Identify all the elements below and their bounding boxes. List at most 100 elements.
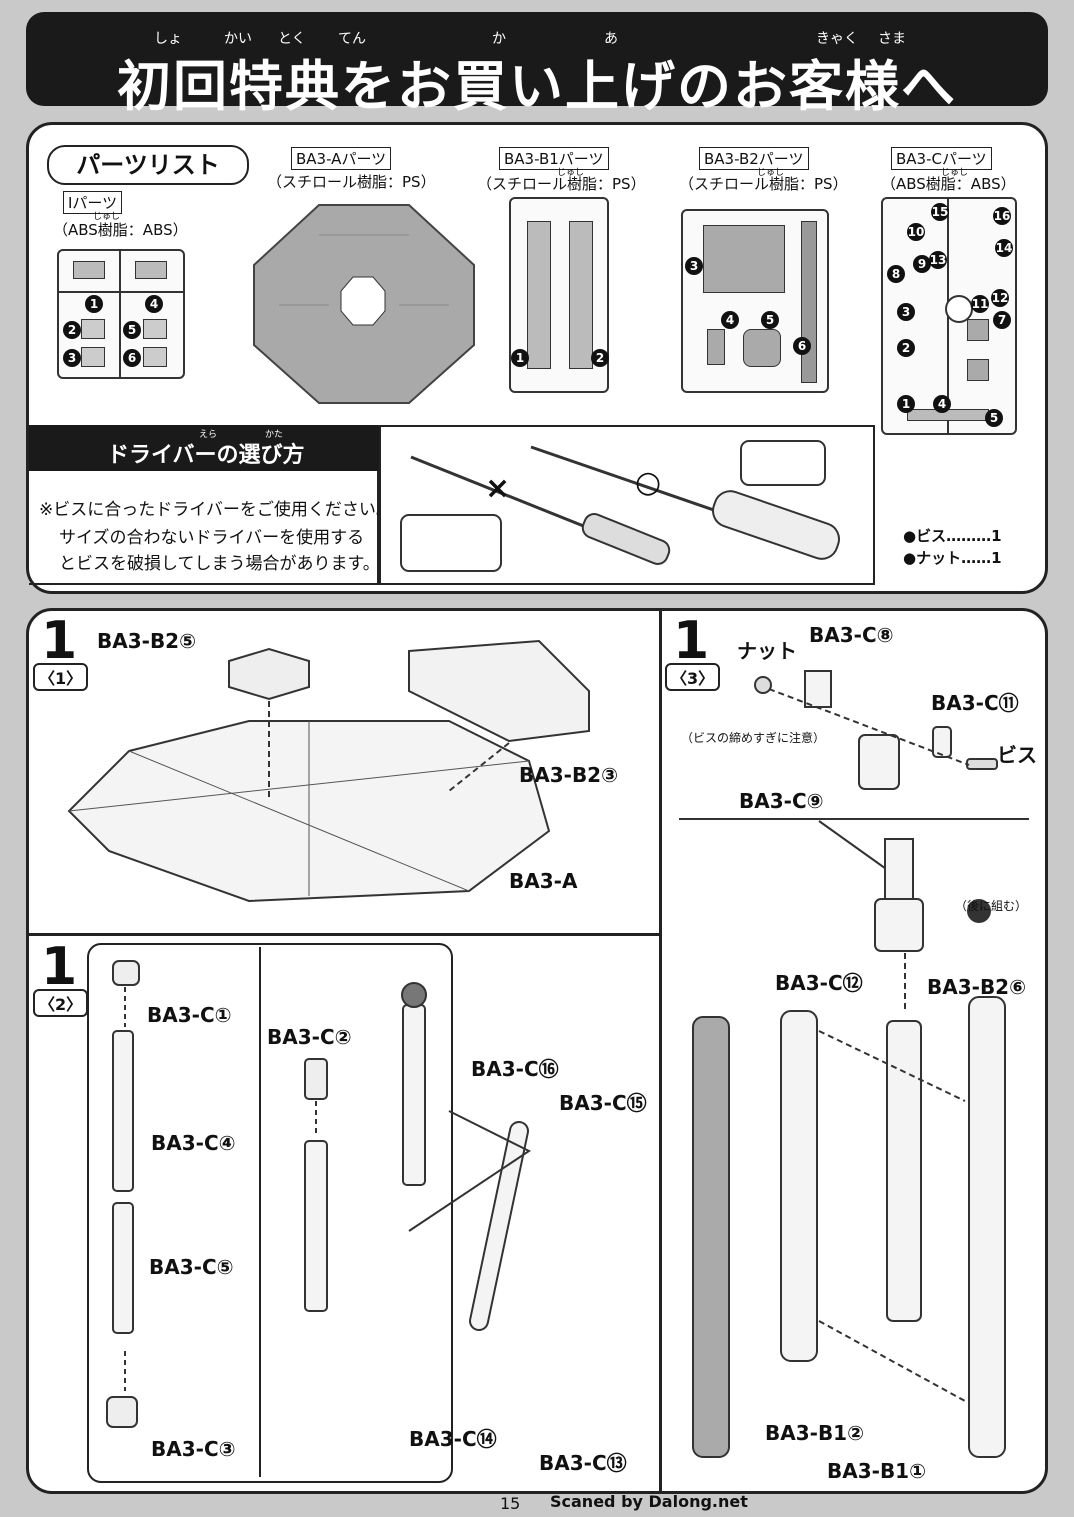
- title-ruby-8: さま: [878, 31, 906, 47]
- label-ba3-c-15: BA3-C⑮: [559, 1091, 647, 1115]
- sprue-b1-ruby: じゅし: [557, 168, 585, 178]
- sprue-b1-material: （スチロール樹脂：PS）: [477, 175, 646, 193]
- driver-heading: ドライバーの選び方: [107, 443, 305, 468]
- scan-credit: Scaned by Dalong.net: [550, 1492, 748, 1511]
- part-number-badge: 11: [971, 295, 989, 313]
- sprue-b2: 3 4 5 6: [681, 209, 829, 393]
- divider-vertical: [659, 611, 662, 1491]
- driver-heading-ruby-2: かた: [265, 430, 284, 440]
- sprue-i-material: （ABS樹脂：ABS）: [53, 221, 188, 239]
- driver-heading-bar: えら かた ドライバーの選び方: [29, 425, 379, 471]
- label-ba3-c-5: BA3-C⑤: [149, 1255, 234, 1279]
- title-bar: しょ かい とく てん か あ きゃく さま 初回特典をお買い上げのお客様へ: [26, 12, 1048, 118]
- step-1-3-number: 1: [673, 611, 710, 671]
- sprue-b1-name: BA3-B1パーツ: [499, 147, 609, 170]
- driver-illustration: × ○: [379, 425, 875, 585]
- part-number-badge: 6: [793, 337, 811, 355]
- step-1-2-illustration: [106, 960, 531, 1428]
- label-ba3-c-14: BA3-C⑭: [409, 1427, 497, 1451]
- label-ba3-b1-2: BA3-B1②: [765, 1421, 865, 1445]
- sprue-i-name: Iパーツ: [63, 191, 123, 214]
- wrong-mark: ×: [485, 471, 511, 506]
- label-ba3-a: BA3-A: [509, 869, 578, 893]
- label-ba3-c-1: BA3-C①: [147, 1003, 232, 1027]
- caution-note: （ビスの締めすぎに注意）: [681, 731, 826, 745]
- part-number-badge: 15: [931, 203, 949, 221]
- step-1-1-illustration: [67, 639, 590, 903]
- part-number-badge: 16: [993, 207, 1011, 225]
- part-number-badge: 5: [985, 409, 1003, 427]
- title-ruby-3: とく: [278, 31, 306, 47]
- label-ba3-c-12: BA3-C⑫: [775, 971, 863, 995]
- step-1-1-number: 1: [41, 611, 78, 671]
- sprue-a-material: （スチロール樹脂：PS）: [267, 173, 436, 191]
- sprue-a-octagon: [253, 204, 475, 404]
- label-ba3-c-3: BA3-C③: [151, 1437, 236, 1461]
- step-1-3-illustration: [679, 670, 1029, 1458]
- part-number-badge: 10: [907, 223, 925, 241]
- part-number-badge: 3: [63, 349, 81, 367]
- part-number-badge: 8: [887, 265, 905, 283]
- label-ba3-c-13: BA3-C⑬: [539, 1451, 627, 1475]
- step-1-2-inner-divider: [259, 947, 261, 1477]
- sprue-b2-ruby: じゅし: [757, 168, 785, 178]
- page-title: 初回特典をお買い上げのお客様へ: [117, 55, 957, 118]
- sprue-c-ruby: じゅし: [941, 168, 969, 178]
- label-nut: ナット: [737, 639, 797, 663]
- label-ba3-c-4: BA3-C④: [151, 1131, 236, 1155]
- parts-list-heading: パーツリスト: [47, 145, 249, 185]
- sprue-b2-name: BA3-B2パーツ: [699, 147, 809, 170]
- sprue-c: 15 16 10 14 8 9 13 11 12 3 7 2 1 4 5: [881, 197, 1017, 435]
- right-mark: ○: [635, 465, 662, 500]
- label-ba3-b2-3: BA3-B2③: [519, 763, 619, 787]
- title-ruby-1: しょ: [154, 31, 182, 47]
- step-1-1-sub: 〈1〉: [33, 663, 89, 691]
- count-screw: ●ビス………1: [903, 527, 1002, 545]
- part-number-badge: 9: [913, 255, 931, 273]
- label-ba3-c-16: BA3-C⑯: [471, 1057, 559, 1081]
- sprue-b1: 1 2: [509, 197, 609, 393]
- part-number-badge: 3: [685, 257, 703, 275]
- part-number-badge: 7: [993, 311, 1011, 329]
- step-1-3-sub: 〈3〉: [665, 663, 721, 691]
- part-number-badge: 6: [123, 349, 141, 367]
- divider-horizontal: [29, 933, 661, 936]
- part-number-badge: 2: [591, 349, 609, 367]
- driver-note-line-1: ※ビスに合ったドライバーをご使用ください。: [39, 500, 393, 520]
- label-ba3-b1-1: BA3-B1①: [827, 1459, 927, 1483]
- sprue-c-material: （ABS樹脂：ABS）: [881, 175, 1016, 193]
- label-ba3-b2-6: BA3-B2⑥: [927, 975, 1027, 999]
- label-screw: ビス: [997, 743, 1037, 767]
- sprue-i-ruby: じゅし: [93, 212, 121, 222]
- later-note: （後に組む）: [955, 899, 1028, 913]
- part-number-badge: 1: [897, 395, 915, 413]
- title-ruby-6: あ: [604, 31, 618, 47]
- part-number-badge: 4: [145, 295, 163, 313]
- label-ba3-b2-5: BA3-B2⑤: [97, 629, 197, 653]
- label-ba3-c-9: BA3-C⑨: [739, 789, 824, 813]
- part-number-badge: 4: [721, 311, 739, 329]
- driver-heading-ruby-1: えら: [199, 430, 218, 440]
- part-number-badge: 3: [897, 303, 915, 321]
- sprue-i: 1 4 2 5 3 6: [57, 249, 185, 379]
- part-number-badge: 5: [761, 311, 779, 329]
- part-number-badge: 1: [511, 349, 529, 367]
- part-number-badge: 12: [991, 289, 1009, 307]
- part-number-badge: 14: [995, 239, 1013, 257]
- step-1-2-number: 1: [41, 937, 78, 997]
- page-number: 15: [500, 1494, 521, 1513]
- step-1-2-sub: 〈2〉: [33, 989, 89, 1017]
- sprue-c-name: BA3-Cパーツ: [891, 147, 992, 170]
- step-1-2-box: [87, 943, 453, 1483]
- label-ba3-c-11: BA3-C⑪: [931, 691, 1019, 715]
- title-ruby-7: きゃく: [816, 31, 858, 47]
- part-number-badge: 5: [123, 321, 141, 339]
- part-number-badge: 13: [929, 251, 947, 269]
- part-number-badge: 2: [897, 339, 915, 357]
- part-number-badge: 1: [85, 295, 103, 313]
- title-ruby-4: てん: [338, 31, 366, 47]
- part-number-badge: 2: [63, 321, 81, 339]
- driver-note-line-3: とビスを破損してしまう場合があります。: [59, 554, 380, 574]
- count-nut: ●ナット……1: [903, 549, 1002, 567]
- part-number-badge: 4: [933, 395, 951, 413]
